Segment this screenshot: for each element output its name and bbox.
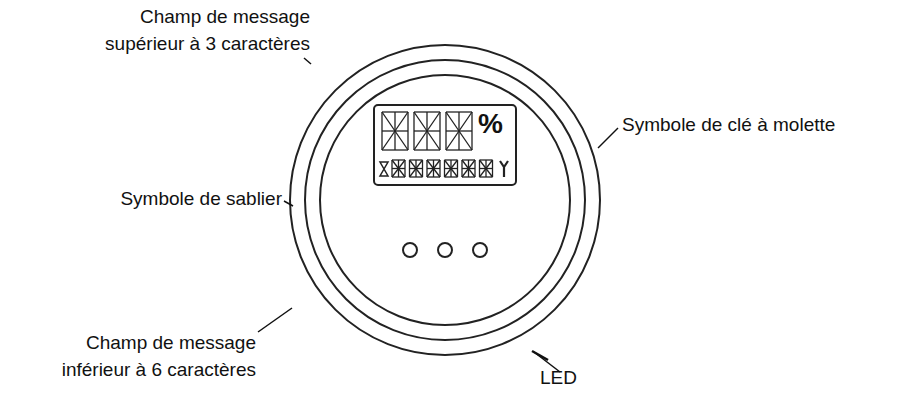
digit-cell	[414, 112, 440, 150]
leader-mark	[532, 351, 548, 360]
wrench-symbol	[500, 161, 508, 177]
digit-cell	[382, 112, 408, 150]
callout-label: Champ de message supérieur à 3 caractère…	[60, 4, 310, 57]
outer-ring	[290, 45, 600, 355]
callout-label: LED	[540, 365, 600, 392]
hourglass-symbol	[380, 162, 388, 176]
digit-cell	[445, 160, 458, 177]
callout-label: Champ de message inférieur à 6 caractère…	[14, 330, 256, 383]
digit-cell	[446, 112, 472, 150]
middle-ring	[305, 60, 585, 340]
digit-cell	[427, 160, 440, 177]
callout-label: Symbole de sablier	[60, 186, 282, 213]
led	[438, 243, 452, 257]
callout-label: Symbole de clé à molette	[622, 112, 897, 139]
digit-cell	[410, 160, 423, 177]
leader-line	[258, 308, 292, 332]
leader-line	[284, 201, 293, 206]
leader-line	[304, 58, 311, 64]
led	[473, 243, 487, 257]
digit-cell	[462, 160, 475, 177]
inner-ring	[320, 75, 570, 325]
leader-line	[598, 128, 618, 148]
lcd-window	[374, 105, 516, 185]
digit-cell	[480, 160, 493, 177]
lcd-symbol: %	[478, 110, 514, 138]
segment-digits	[382, 112, 493, 177]
digit-cell	[392, 160, 405, 177]
led	[403, 243, 417, 257]
